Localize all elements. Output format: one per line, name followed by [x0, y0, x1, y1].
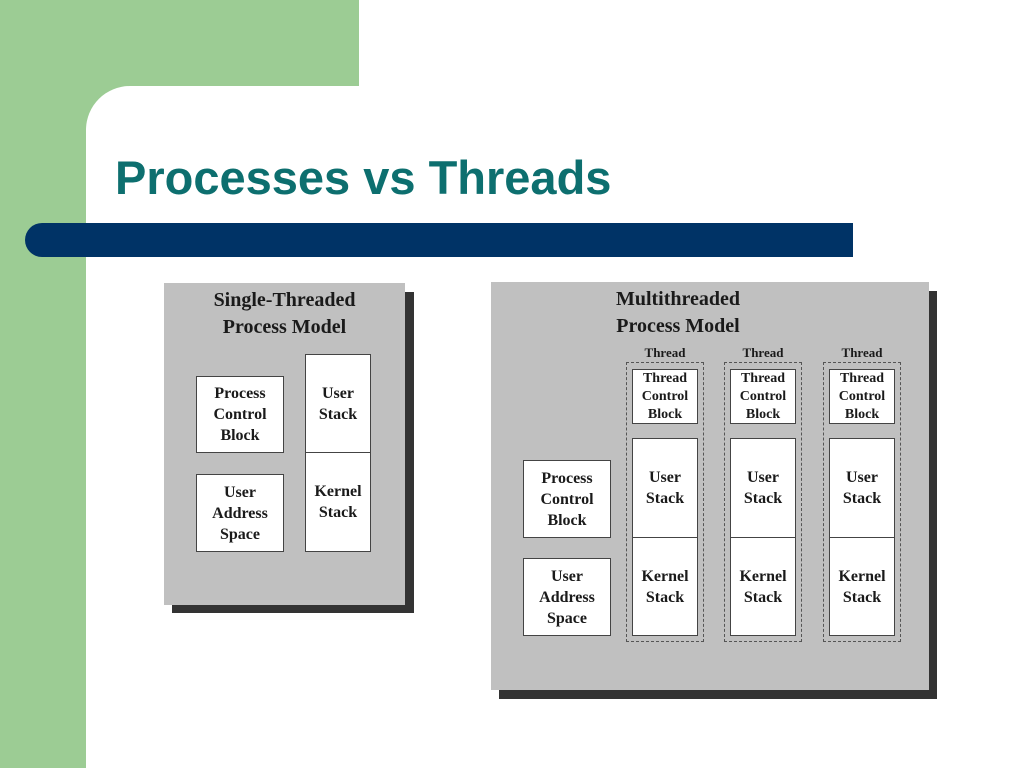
single-panel-title: Single-Threaded Process Model [164, 287, 405, 341]
multi-title-line2: Process Model [616, 315, 740, 337]
single-threaded-panel: Single-Threaded Process Model Process Co… [164, 283, 405, 605]
thread-boundary [823, 362, 901, 642]
multi-process-control-block: Process Control Block [523, 460, 611, 538]
thread-control-block: Thread Control Block [829, 369, 895, 424]
thread-user-stack: User Stack [829, 438, 895, 538]
kernel-stack: Kernel Stack [305, 452, 371, 552]
thread-label: Thread [742, 345, 784, 360]
thread-control-block: Thread Control Block [730, 369, 796, 424]
thread-label: Thread [644, 345, 686, 360]
thread-control-block: Thread Control Block [632, 369, 698, 424]
process-control-block: Process Control Block [196, 376, 284, 453]
thread-boundary [626, 362, 704, 642]
single-title-line1: Single-Threaded [213, 289, 356, 311]
thread-user-stack: User Stack [730, 438, 796, 538]
user-address-space: User Address Space [196, 474, 284, 552]
multithreaded-panel: Multithreaded Process Model Process Cont… [491, 282, 929, 690]
user-stack: User Stack [305, 354, 371, 453]
thread-kernel-stack: Kernel Stack [730, 537, 796, 636]
single-title-line2: Process Model [222, 316, 347, 338]
thread-user-stack: User Stack [632, 438, 698, 538]
thread-kernel-stack: Kernel Stack [829, 537, 895, 636]
thread-label: Thread [841, 345, 883, 360]
multi-title-line1: Multithreaded [615, 288, 741, 310]
multi-panel-title: Multithreaded Process Model [588, 286, 768, 340]
title-rule [25, 223, 853, 257]
multi-user-address-space: User Address Space [523, 558, 611, 636]
slide-title: Processes vs Threads [115, 151, 612, 204]
thread-boundary [724, 362, 802, 642]
thread-kernel-stack: Kernel Stack [632, 537, 698, 636]
